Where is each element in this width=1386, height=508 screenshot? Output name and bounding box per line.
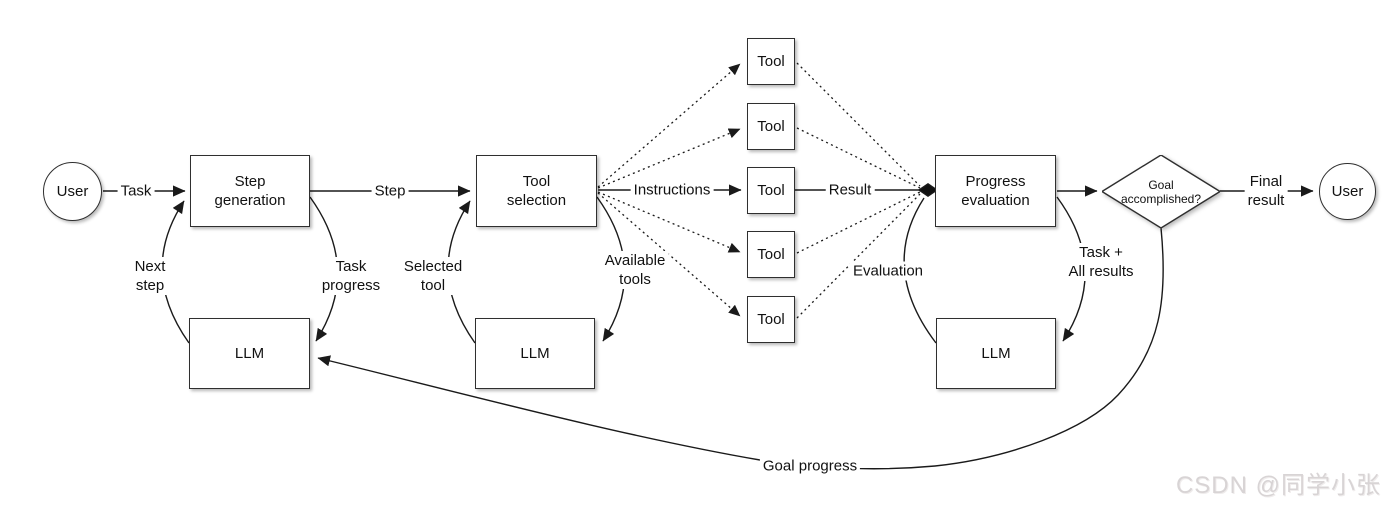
node-user-right: User xyxy=(1319,163,1376,220)
edge-label-selected-tool: Selected tool xyxy=(400,257,466,295)
edge-label-final-result: Final result xyxy=(1244,172,1288,210)
edge-label-task-progress: Task progress xyxy=(318,257,384,295)
node-llm-step-generation: LLM xyxy=(189,318,310,389)
diamond-label: Goal accomplished? xyxy=(1120,177,1202,206)
node-tool-4: Tool xyxy=(747,231,795,278)
node-tool-1: Tool xyxy=(747,38,795,85)
node-goal-accomplished: Goal accomplished? xyxy=(1102,155,1220,228)
edge-label-next-step: Next step xyxy=(131,257,169,295)
node-tool-3: Tool xyxy=(747,167,795,214)
diamond-shape-icon xyxy=(1102,155,1220,228)
node-user-left: User xyxy=(43,162,102,221)
node-tool-selection: Tool selection xyxy=(476,155,597,227)
edge-label-instructions: Instructions xyxy=(630,180,714,200)
edge-label-available-tools: Available tools xyxy=(601,251,669,289)
edge-label-evaluation: Evaluation xyxy=(849,261,927,281)
edge-label-goal-progress: Goal progress xyxy=(759,456,861,476)
edge-label-task: Task xyxy=(117,181,155,201)
node-step-generation: Step generation xyxy=(190,155,310,227)
node-tool-5: Tool xyxy=(747,296,795,343)
node-tool-2: Tool xyxy=(747,103,795,150)
csdn-watermark: CSDN @同学小张 xyxy=(1175,472,1381,499)
edge-label-step: Step xyxy=(371,181,409,201)
node-progress-evaluation: Progress evaluation xyxy=(935,155,1056,227)
edge-dotted-fanin xyxy=(796,62,921,319)
edge-label-task-all-results: Task + All results xyxy=(1065,243,1137,281)
edge-dotted-fanout xyxy=(597,63,741,317)
node-llm-tool-selection: LLM xyxy=(475,318,595,389)
edge-goal-progress-curve xyxy=(317,227,1164,470)
node-llm-progress-evaluation: LLM xyxy=(936,318,1056,389)
edge-label-result: Result xyxy=(825,180,875,200)
